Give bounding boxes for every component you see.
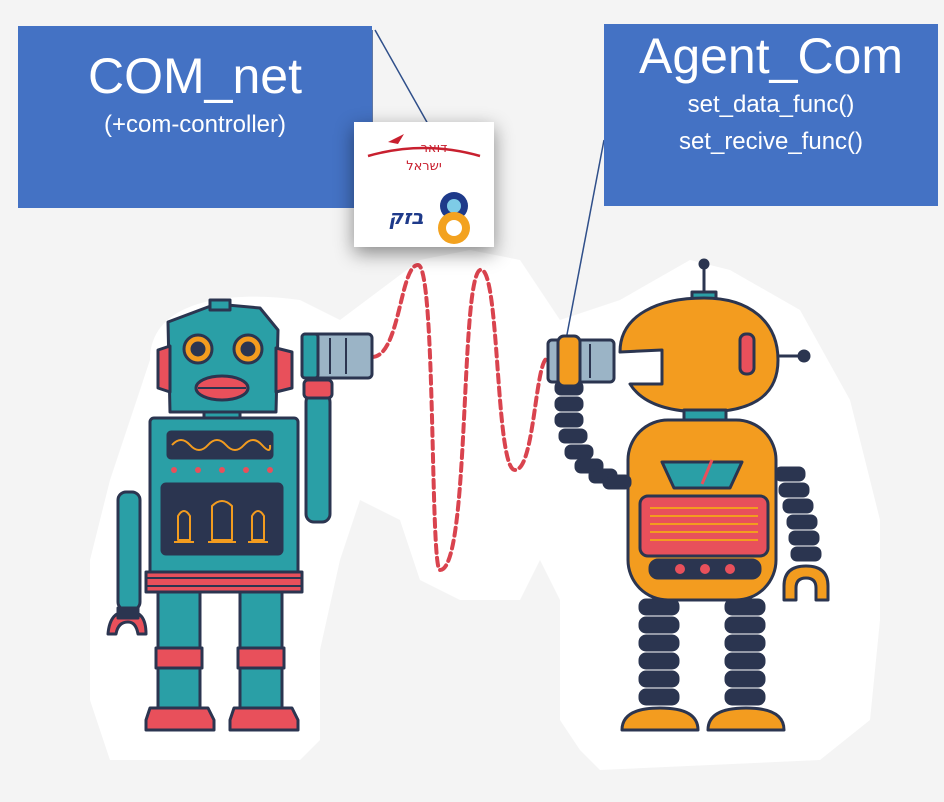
bezeq-logo: בזק (389, 192, 470, 244)
left-callout-pointer (374, 29, 429, 125)
right-robot-gauge (660, 460, 744, 490)
israel-post-line2: ישראל (406, 159, 442, 174)
right-robot-arm-left (554, 380, 632, 490)
agent-com-line-set-data: set_data_func() (687, 91, 855, 118)
left-robot-arm-left (116, 490, 142, 612)
israel-post-line1: דואר (421, 141, 448, 156)
right-robot-screen (638, 494, 770, 558)
bezeq-text: בזק (389, 205, 424, 229)
left-robot-arm-right (304, 392, 332, 524)
right-robot-magnet-hand (782, 564, 830, 602)
right-robot (546, 258, 830, 732)
com-net-title: COM_net (88, 48, 302, 104)
left-robot-ear-left (156, 344, 172, 394)
right-robot-leg-right (724, 598, 766, 706)
right-robot-leg-left (638, 598, 680, 706)
right-robot-head (618, 296, 780, 414)
bezeq-8-mark (438, 192, 470, 244)
left-robot-ear-right (274, 346, 294, 394)
agent-com-line-set-recive: set_recive_func() (678, 128, 864, 155)
left-robot-wave-screen (166, 430, 274, 460)
right-robot-foot-right (706, 706, 786, 732)
right-robot-arm-right (774, 466, 822, 562)
agent-com-callout: Agent_Com set_data_func() set_recive_fun… (604, 24, 938, 206)
left-robot (106, 298, 374, 732)
com-net-subtitle: (+com-controller) (103, 111, 287, 138)
israel-post-logo: דואר ישראל (367, 134, 481, 174)
left-robot-foot-right (228, 706, 300, 732)
left-robot-foot-left (144, 706, 216, 732)
string-line (370, 262, 550, 573)
right-robot-foot-left (620, 706, 700, 732)
agent-com-title: Agent_Com (638, 28, 904, 84)
left-robot-belt (144, 570, 304, 594)
logo-card: דואר ישראל בזק (354, 122, 494, 247)
com-net-callout: COM_net (+com-controller) (18, 26, 372, 208)
right-callout-pointer (564, 139, 605, 346)
